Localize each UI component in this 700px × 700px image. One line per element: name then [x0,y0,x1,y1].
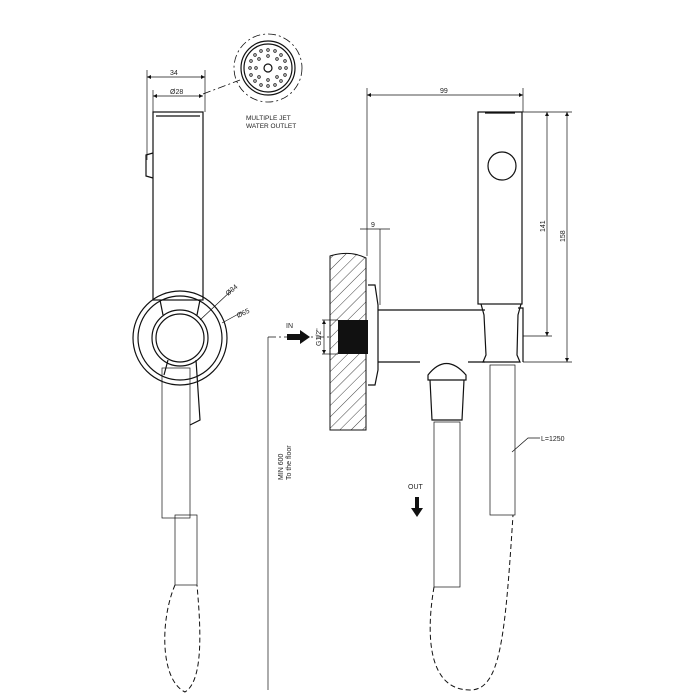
thread-dim: G1/2" [316,328,323,346]
hand-shower-body-side [477,111,523,305]
in-arrow-icon [287,330,310,344]
dim-34: 34 [170,70,178,77]
in-label: IN [286,323,293,330]
shower-button-side [487,151,517,181]
min-height: MIN 600 [278,453,285,480]
hose-connector [155,313,205,363]
dim-65-diameter: Ø65 [236,308,251,320]
dim-28: Ø28 [170,89,183,96]
outlet-detail: MULTIPLE JET WATER OUTLET [233,33,303,130]
hose-length: L=1250 [541,436,565,443]
inlet-annotation: IN MIN 600 To the floor [267,323,330,690]
outlet-label-2: WATER OUTLET [246,123,296,130]
front-view: 34 Ø28 Ø34 Ø65 [132,70,251,693]
dim-158: 158 [560,230,567,242]
out-arrow-icon [411,497,423,517]
outlet-label-1: MULTIPLE JET [246,115,291,122]
out-label: OUT [408,484,424,491]
hose-outlet-nozzle [427,362,467,381]
dim-141: 141 [540,220,547,232]
wall-bracket-outer [132,290,228,386]
dim-9: 9 [371,222,375,229]
dim-34-diameter: Ø34 [225,284,240,298]
dim-99: 99 [440,88,448,95]
hand-shower-body [152,111,204,301]
side-view: G1/2" 99 9 141 158 L=1250 OUT [316,88,572,691]
shower-button [145,152,154,179]
min-height-note: To the floor [286,445,293,480]
